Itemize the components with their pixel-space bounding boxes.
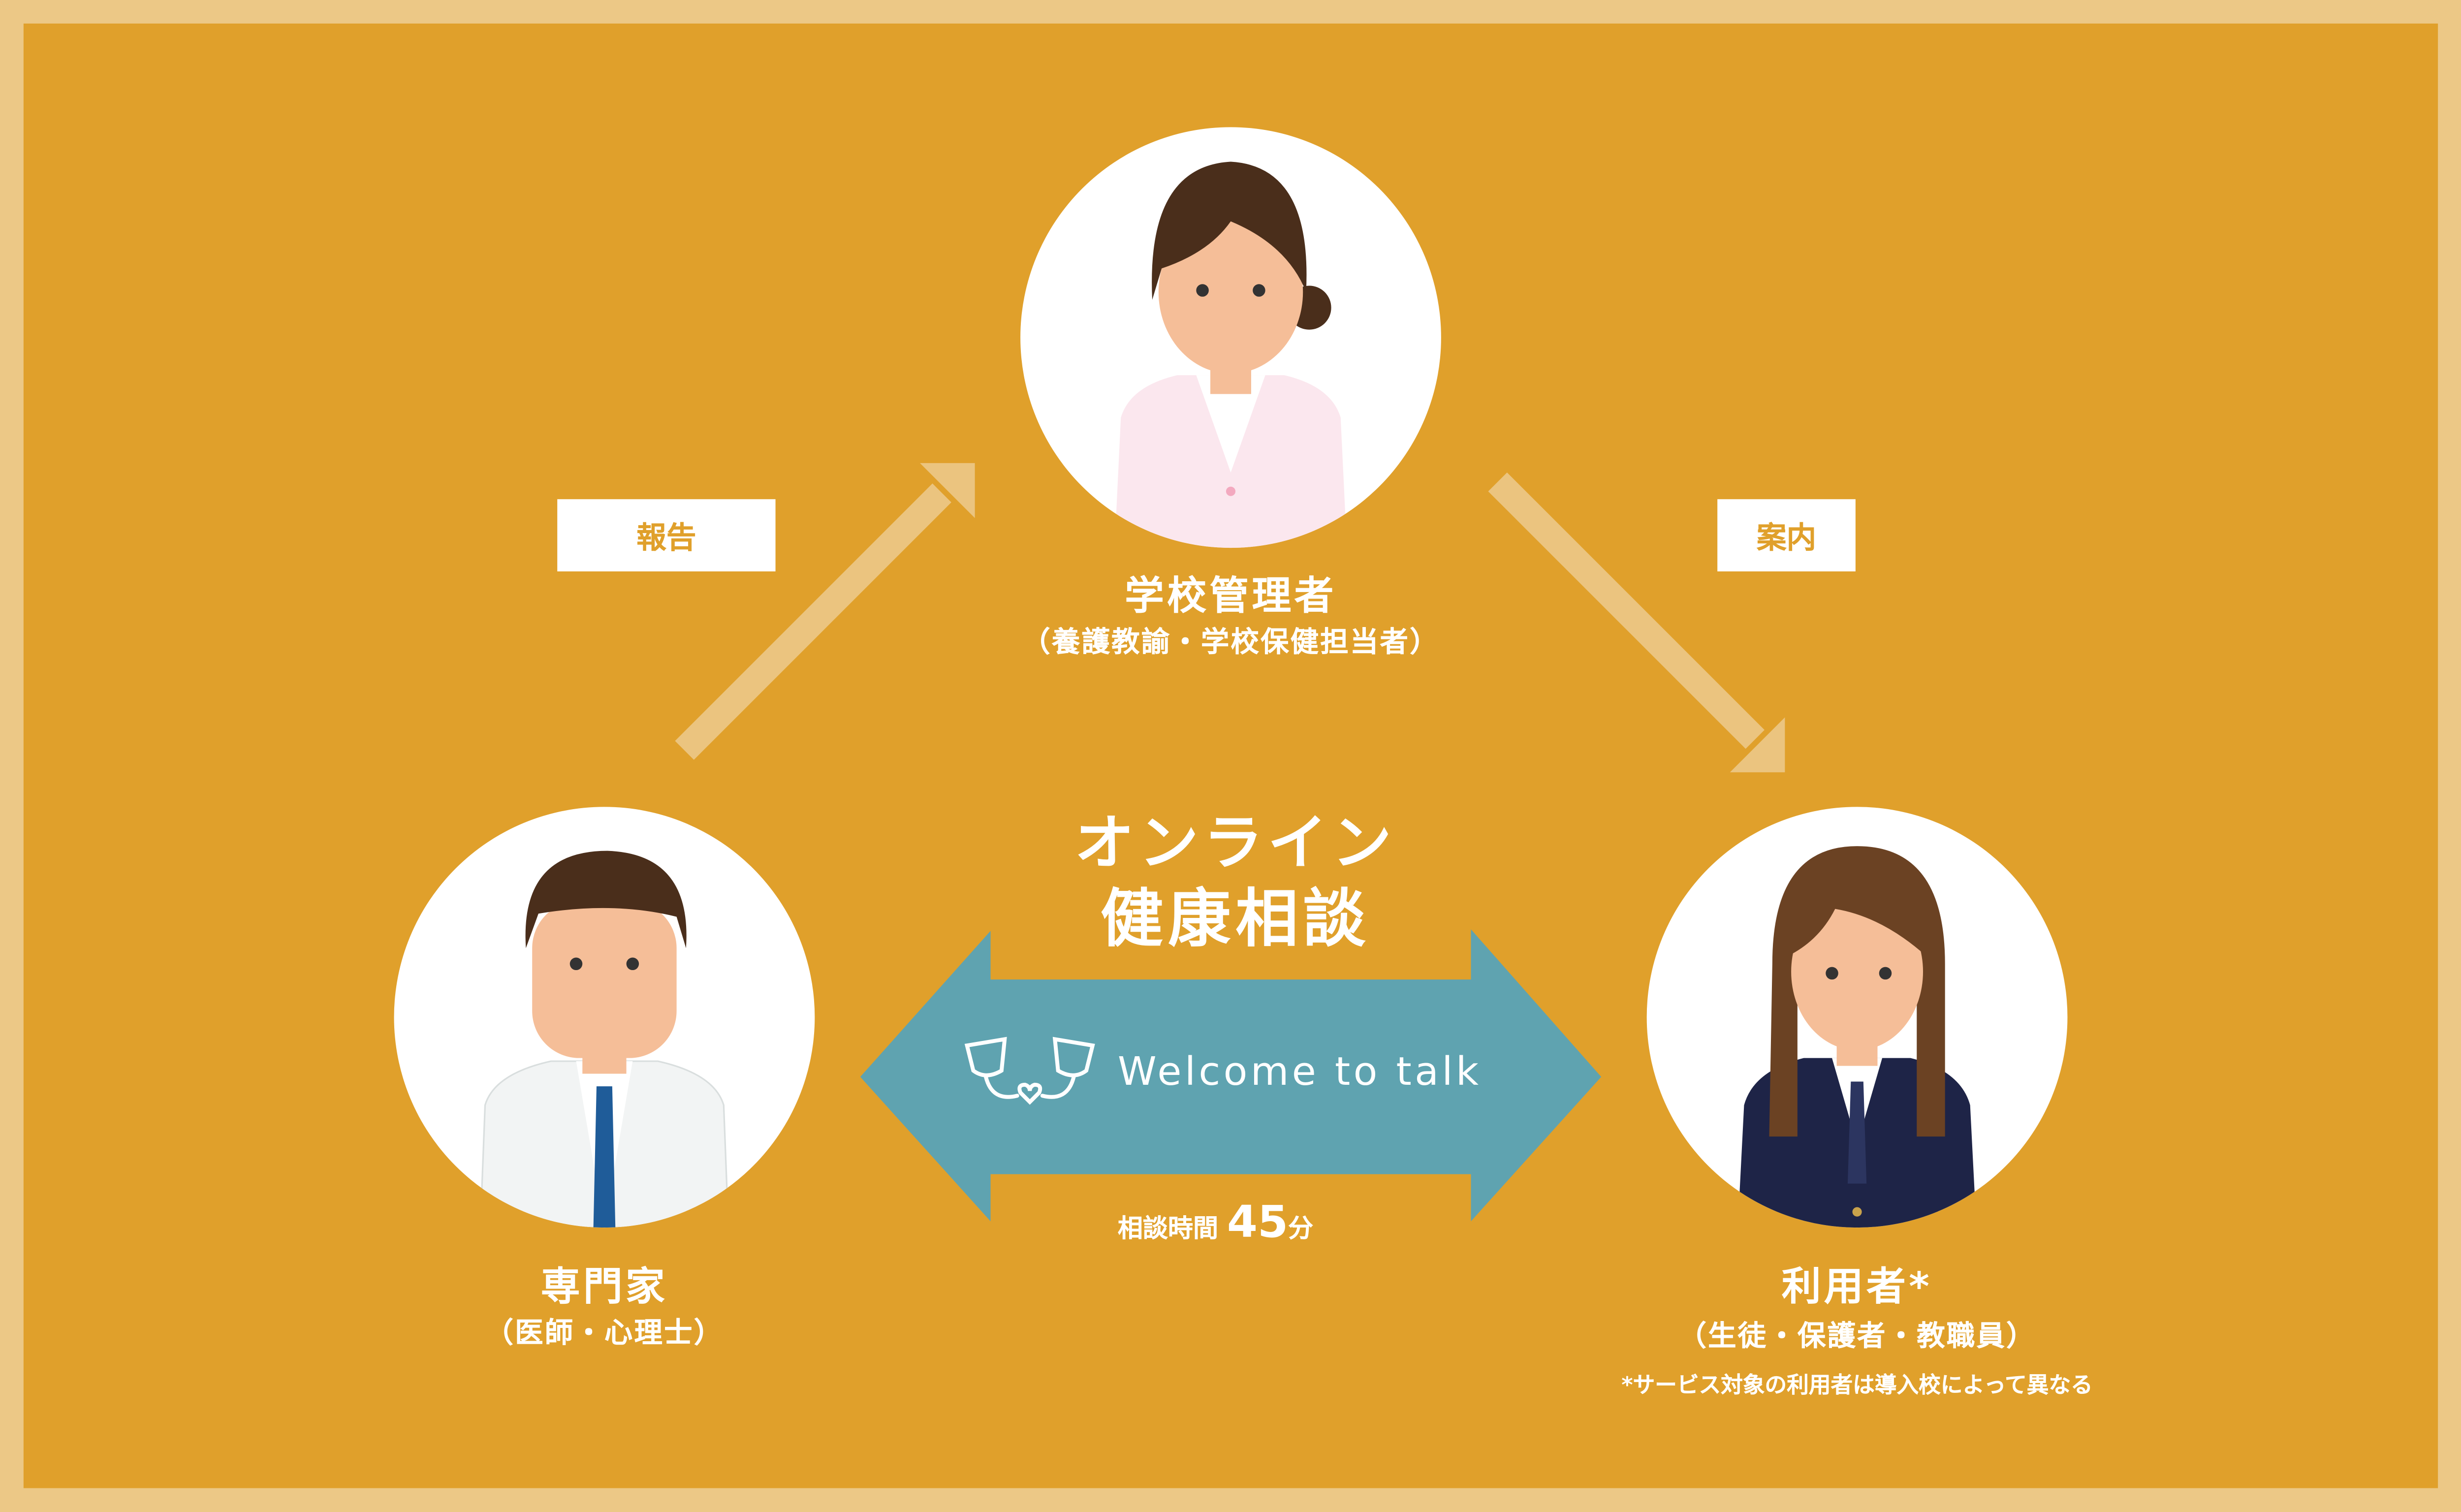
expert-title: 専門家 bbox=[540, 1263, 668, 1309]
guide-label: 案内 bbox=[1717, 499, 1856, 571]
user-avatar bbox=[1646, 807, 2068, 1228]
consult-time-label: 相談時間 bbox=[1117, 1213, 1219, 1244]
arrow-up-right-icon bbox=[675, 463, 975, 760]
user-title: 利用者* bbox=[1781, 1263, 1933, 1309]
consult-time-value: 45 bbox=[1227, 1196, 1289, 1248]
welcome-text: Welcome to talk bbox=[1117, 1048, 1482, 1095]
double-arrow-icon bbox=[860, 929, 1602, 1222]
expert-subtitle: （医師・心理士） bbox=[485, 1317, 724, 1350]
center-title-line2: 健康相談 bbox=[1100, 883, 1371, 956]
expert-avatar bbox=[394, 807, 815, 1228]
user-note: *サービス対象の利用者は導入校によって異なる bbox=[1621, 1373, 2093, 1399]
arrow-down-right-icon bbox=[1488, 472, 1785, 773]
report-label: 報告 bbox=[557, 499, 776, 571]
school-admin-avatar bbox=[1020, 127, 1441, 548]
consult-time-unit: 分 bbox=[1288, 1213, 1314, 1244]
user-subtitle: （生徒・保護者・教職員） bbox=[1678, 1320, 2036, 1354]
school-admin-subtitle: （養護教諭・学校保健担当者） bbox=[1022, 626, 1440, 660]
school-admin-title: 学校管理者 bbox=[1125, 573, 1337, 619]
teacup-heart-icon bbox=[964, 1037, 1095, 1105]
consult-time: 相談時間 45分 bbox=[1118, 1196, 1313, 1248]
center-title-line1: オンライン bbox=[1074, 808, 1396, 878]
